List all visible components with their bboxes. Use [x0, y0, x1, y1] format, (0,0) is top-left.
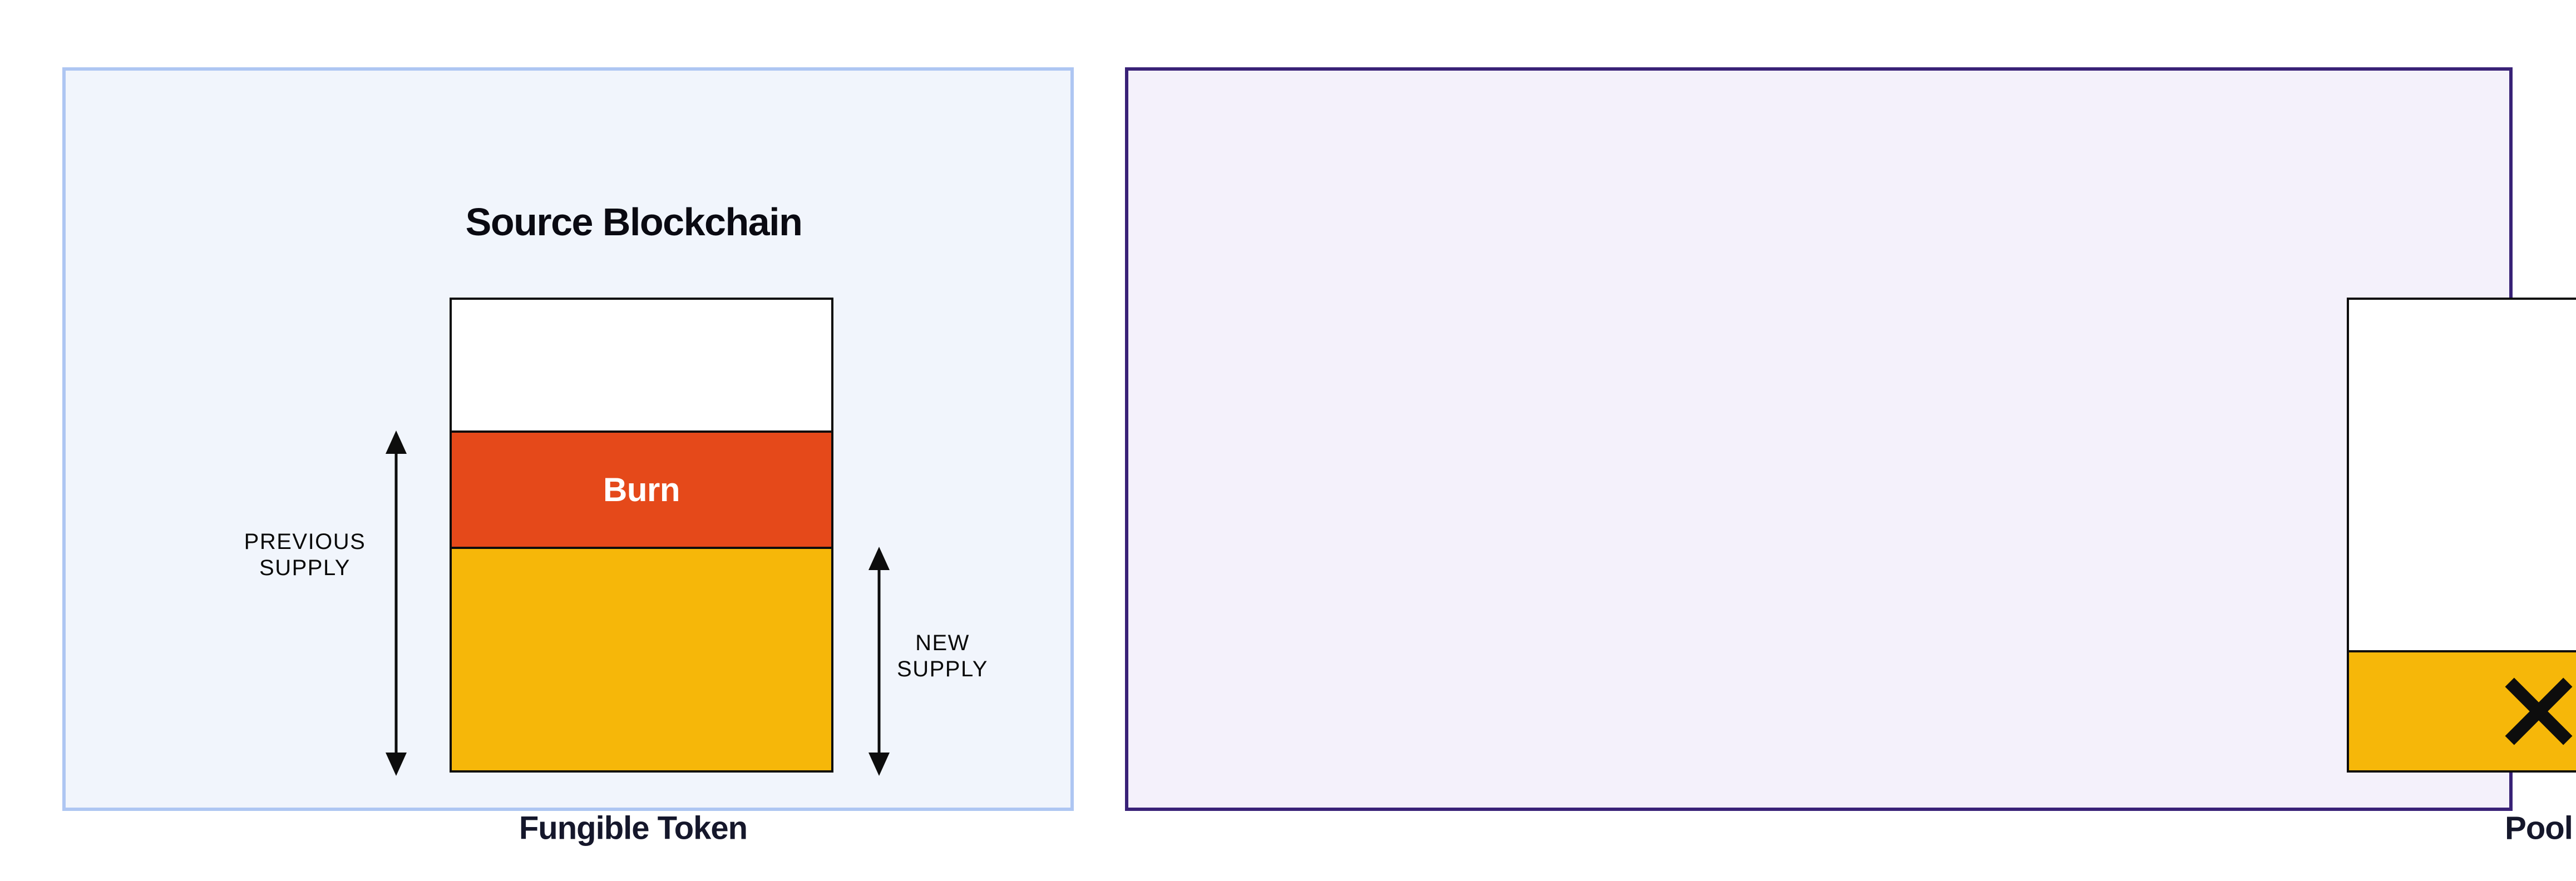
source-blockchain-panel: Source Blockchain Burn PREVIOUS SUPPLY N… [62, 67, 1074, 847]
previous-supply-arrow-icon [386, 430, 407, 776]
cross-icon [2497, 670, 2576, 753]
source-panel-title: Source Blockchain [465, 200, 803, 244]
source-bar-empty-section [452, 300, 831, 430]
source-bar-remaining-supply-section [452, 547, 831, 770]
pool-empty-section [2349, 300, 2576, 650]
pool-locked-section [2349, 650, 2576, 770]
pool-caption: Pool [2505, 810, 2573, 847]
pool-bar [2347, 298, 2576, 773]
previous-supply-label-line1: PREVIOUS [244, 529, 366, 554]
source-token-bar: Burn [450, 298, 833, 773]
source-bar-burn-section: Burn [452, 430, 831, 547]
new-supply-label-line2: SUPPLY [897, 657, 988, 681]
new-supply-arrow-icon [868, 547, 890, 776]
previous-supply-label-line2: SUPPLY [259, 556, 351, 580]
previous-supply-label: PREVIOUS SUPPLY [244, 529, 366, 581]
destination-blockchain-panel: Destination Blockchain (issuing) Pool UN… [1125, 67, 2576, 847]
burn-label: Burn [603, 471, 680, 508]
new-supply-label: NEW SUPPLY [897, 630, 988, 682]
source-bar-caption: Fungible Token [519, 810, 748, 847]
new-supply-label-line1: NEW [915, 631, 970, 655]
